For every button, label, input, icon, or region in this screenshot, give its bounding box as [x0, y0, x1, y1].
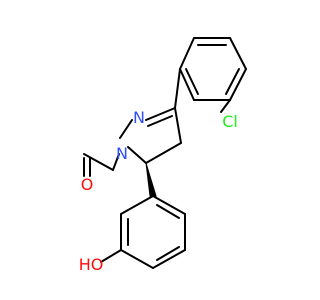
bond-n2-c3-double: [145, 107, 176, 121]
bond-c3-aryl: [174, 68, 181, 109]
bond-c5-n1: [127, 146, 147, 164]
hydroxyphenyl-6: [152, 195, 186, 215]
hydroxyphenyl-4: [152, 249, 186, 269]
bond-n1-n2: [119, 119, 133, 139]
bond-n2-c3-double-inner: [147, 115, 173, 127]
stereo-wedge-bond: [145, 162, 157, 197]
bond-c4-c5: [145, 142, 182, 164]
bond-aryl-cl: [220, 99, 231, 113]
chlorophenyl-1: [179, 37, 195, 70]
structure-canvas: N N O Cl HO: [78, 37, 247, 274]
oxygen-carbonyl: O: [81, 175, 94, 194]
bond-methyl-carbonyl: [83, 153, 114, 171]
hydroxyl-group: HO: [79, 255, 104, 274]
chlorophenyl-inner-2: [225, 68, 240, 95]
bond-aryl-oh: [100, 249, 122, 263]
hydroxyphenyl-inner-2: [156, 246, 180, 261]
nitrogen-atom-1: N: [116, 144, 128, 163]
atom-labels: N N O Cl HO: [79, 108, 238, 274]
bond-c3-c4: [174, 107, 182, 144]
bonds: [83, 37, 247, 269]
molecule-structure: N N O Cl HO: [79, 37, 247, 274]
bond-carbonyl-n1: [112, 153, 120, 171]
chlorophenyl-inner-3: [185, 68, 199, 95]
hydroxyphenyl-inner-3: [156, 204, 180, 219]
chlorophenyl-6: [179, 68, 195, 101]
chlorophenyl-3: [229, 37, 247, 70]
hydroxyphenyl-1: [120, 195, 154, 215]
nitrogen-atom-2: N: [133, 108, 145, 127]
hydroxyphenyl-3: [120, 249, 154, 269]
chlorine-atom: Cl: [222, 112, 238, 131]
chlorophenyl-4: [229, 68, 247, 101]
